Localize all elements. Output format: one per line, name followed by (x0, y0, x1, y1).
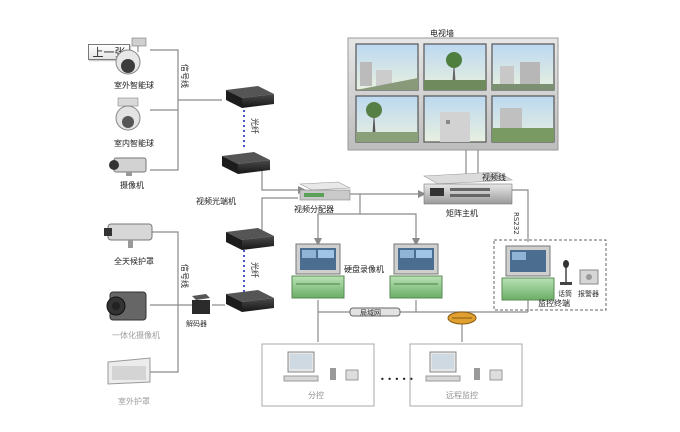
video-distributor-label: 视频分配器 (294, 204, 334, 214)
client-1-label: 分控 (308, 390, 324, 400)
disk-recorder-label: 硬盘录像机 (344, 264, 384, 274)
arrow-to-recorder-1 (314, 238, 322, 246)
monitor-terminal-group: 话筒 报警器 监控终端 (493, 239, 607, 311)
client-station-2: 远程监控 (409, 343, 523, 407)
router-icon (447, 311, 477, 325)
arrow-to-matrix (418, 190, 426, 198)
signal-line-top-label: 信号线 (180, 64, 190, 88)
box-camera-label: 摄像机 (120, 180, 144, 190)
tv-wall: 电视墙 (347, 28, 559, 151)
video-distributor (298, 181, 352, 201)
microphone-icon (560, 260, 572, 285)
full-protection-camera (104, 223, 153, 248)
outdoor-dome-label: 室外智能球 (114, 80, 154, 90)
integrated-camera (106, 291, 147, 321)
tv-wall-label: 电视墙 (430, 28, 454, 38)
tv-screen-1 (355, 43, 419, 91)
disk-recorder-1 (291, 243, 345, 299)
box-camera (109, 157, 147, 176)
indoor-dome-camera (115, 97, 141, 131)
lan-switch (349, 307, 401, 317)
tv-screen-5 (423, 95, 487, 143)
disk-recorder-2 (389, 243, 443, 299)
monitor-terminal-label: 监控终端 (538, 298, 570, 308)
monitor-terminal (501, 245, 555, 301)
network-label: 局域网 (360, 308, 381, 317)
client-station-1: 分控 (261, 343, 375, 407)
arrow-to-recorder-2 (412, 238, 420, 246)
integrated-camera-label: 一体化摄像机 (112, 330, 160, 340)
fiber-receiver-bottom (226, 290, 274, 312)
fiber-bottom-label: 光纤 (250, 262, 260, 278)
decoder-label: 解码器 (186, 319, 207, 328)
outdoor-housing-camera (107, 357, 151, 385)
ellipsis-dots: • • • • • (380, 375, 414, 384)
tv-screen-2 (423, 43, 487, 91)
matrix-host (422, 171, 514, 205)
client-2-label: 远程监控 (446, 390, 478, 400)
alarm-icon (579, 269, 599, 285)
tv-screen-4 (355, 95, 419, 143)
fiber-top-label: 光纤 (250, 118, 260, 134)
outdoor-dome-camera (115, 37, 147, 75)
tv-screen-6 (491, 95, 555, 143)
tv-screen-3 (491, 43, 555, 91)
full-protection-label: 全天候护罩 (114, 256, 154, 266)
indoor-dome-label: 室内智能球 (114, 138, 154, 148)
alarm-label: 报警器 (578, 289, 599, 298)
matrix-host-label: 矩阵主机 (446, 208, 478, 218)
video-line-label: 视频线 (482, 172, 506, 182)
fiber-transmitter-top (226, 86, 274, 108)
rs232-label: RS232 (512, 212, 520, 235)
fiber-transmitter-bottom (226, 228, 274, 250)
signal-line-bottom-label: 信号线 (180, 264, 190, 288)
pickup-label: 话筒 (558, 289, 572, 298)
fiber-transceiver-label: 视频光端机 (196, 196, 236, 206)
outdoor-housing-label: 室外护罩 (118, 396, 150, 406)
fiber-receiver-top (222, 152, 270, 174)
decoder (192, 294, 210, 314)
